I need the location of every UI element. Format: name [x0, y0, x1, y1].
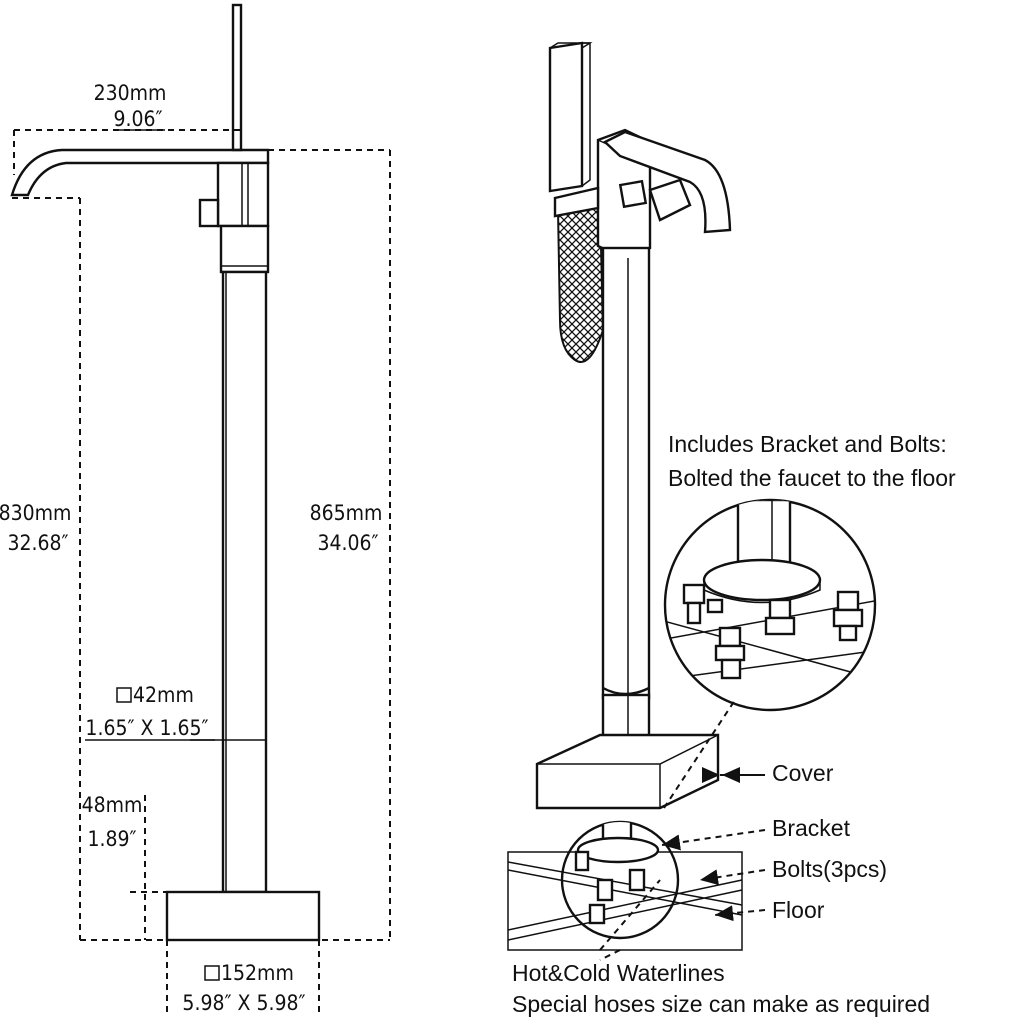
column: [221, 270, 268, 894]
base-height-in: 1.89″: [87, 827, 136, 851]
includes-line1: Includes Bracket and Bolts:: [668, 431, 947, 457]
bolts-label: Bolts(3pcs): [772, 856, 887, 882]
column: [601, 246, 651, 700]
total-height-mm: 865mm: [310, 501, 383, 525]
bolt: [706, 598, 724, 614]
square-symbol: [116, 687, 132, 703]
spout-reach-mm: 230mm: [94, 81, 167, 105]
waterlines-line1: Hot&Cold Waterlines: [512, 960, 725, 986]
floor-label: Floor: [772, 897, 825, 923]
base-in: 5.98″ X 5.98″: [182, 991, 305, 1015]
front-elevation-view: 230mm 9.06″ 830mm 32.68″ 865mm 34.06″ 42…: [0, 3, 391, 1015]
bolt: [764, 598, 796, 636]
spout-reach-in: 9.06″: [113, 107, 162, 131]
waterlines-line2: Special hoses size can make as required: [512, 991, 930, 1017]
isometric-view: Includes Bracket and Bolts: Bolted the f…: [507, 41, 956, 1017]
spout-height-mm: 830mm: [0, 501, 71, 525]
bolt: [714, 626, 746, 680]
bolt: [832, 590, 864, 642]
cover-label: Cover: [772, 760, 834, 786]
bracket-label: Bracket: [772, 815, 851, 841]
bolt: [682, 583, 706, 625]
spout: [10, 148, 270, 197]
diverter-knob: [618, 179, 648, 209]
column-mm: 42mm: [133, 683, 194, 707]
column-collar: [219, 224, 270, 274]
base: [165, 890, 321, 942]
diverter-knob: [198, 198, 220, 228]
total-height-in: 34.06″: [317, 531, 378, 555]
base-height-mm: 48mm: [82, 793, 143, 817]
square-symbol: [204, 965, 220, 981]
includes-line2: Bolted the faucet to the floor: [668, 465, 956, 491]
column-in: 1.65″ X 1.65″: [85, 716, 208, 740]
hand-shower-hose: [556, 203, 605, 363]
valve-body: [216, 161, 270, 228]
hand-shower-head: [548, 41, 584, 193]
spout-height-in: 32.68″: [7, 531, 68, 555]
spout: [602, 130, 732, 234]
cover: [535, 733, 720, 810]
floor-plane: [507, 851, 743, 951]
shower-rod: [231, 3, 243, 152]
base-mm: 152mm: [221, 961, 294, 985]
